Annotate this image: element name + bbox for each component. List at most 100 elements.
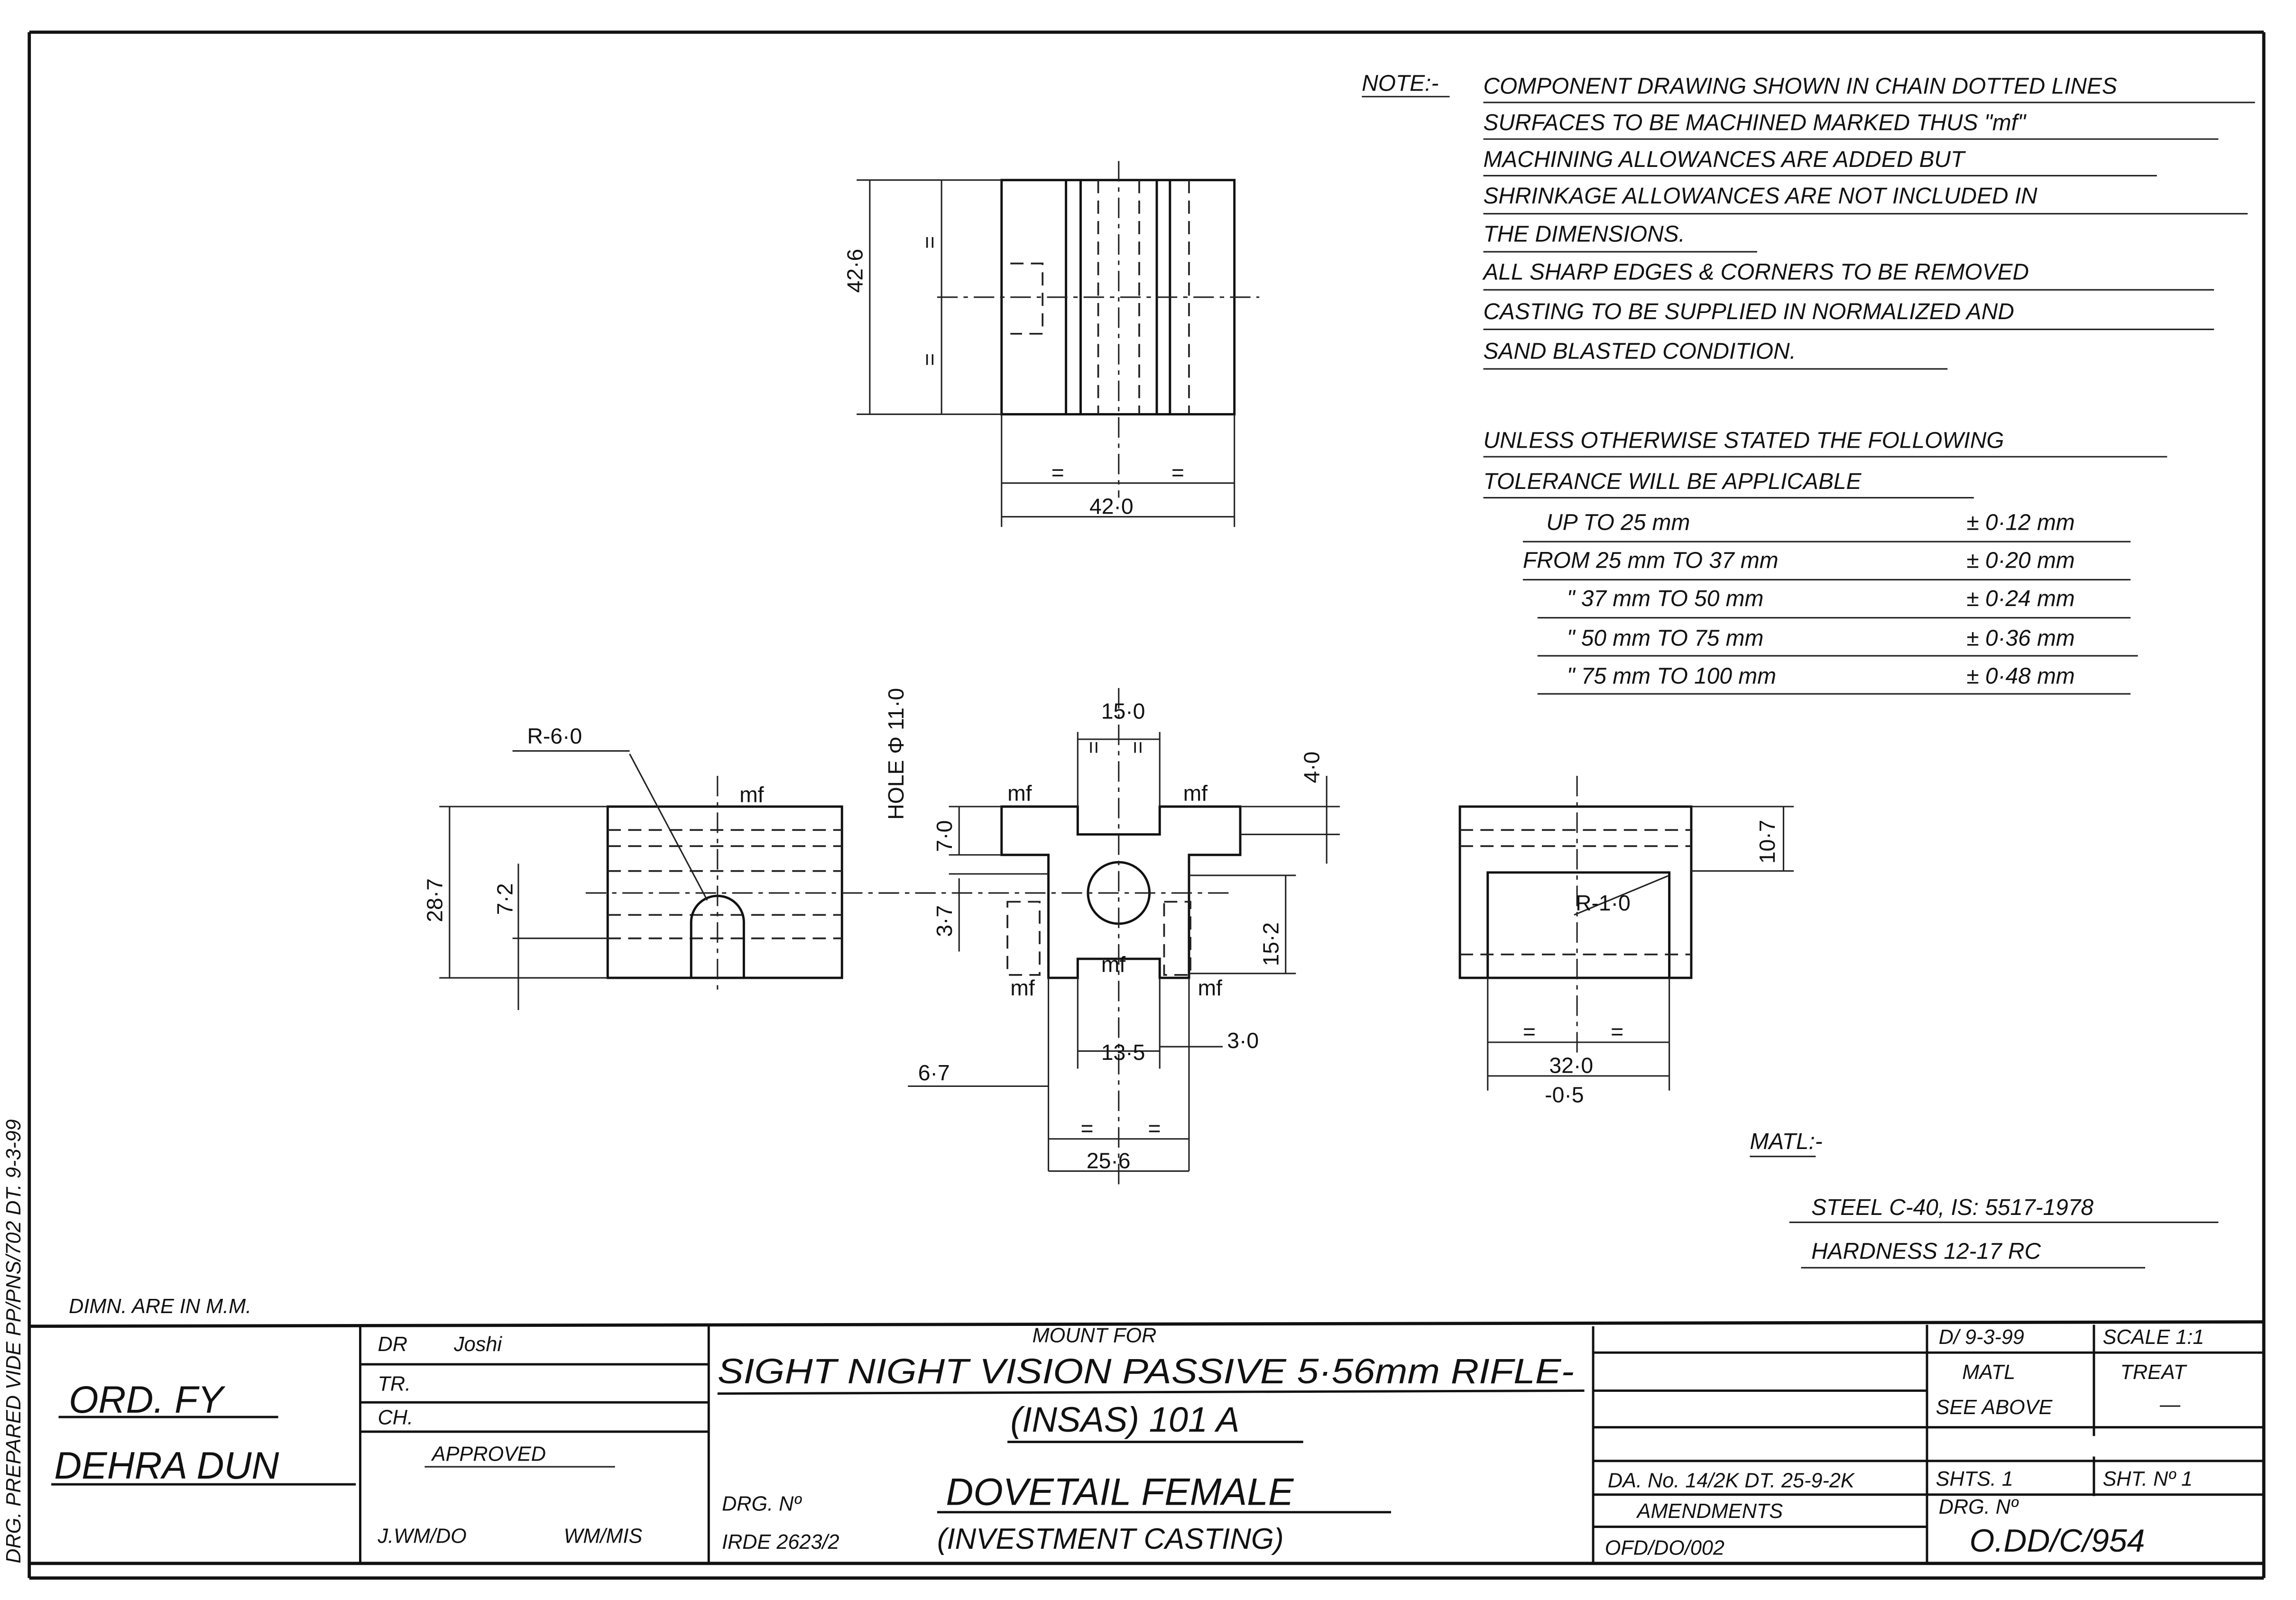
dim-label: = [1081,741,1106,754]
dim-label: 42·6 [842,249,867,293]
tolerance-table: UP TO 25 mm ± 0·12 mm FROM 25 mm TO 37 m… [1522,510,2138,695]
mf-mark: mf [1183,781,1208,806]
tolerance-range: " 50 mm TO 75 mm [1567,625,1763,651]
left-side-view: R-6·0 mf 28·7 7·2 [422,724,937,1010]
da-number: DA. No. 14/2K DT. 25-9-2K [1608,1469,1855,1492]
dim-label: -0·5 [1545,1082,1584,1107]
tolerance-value: ± 0·12 mm [1966,510,2075,535]
dim-label: 15·2 [1258,922,1283,966]
note-line: CASTING TO BE SUPPLIED IN NORMALIZED AND [1484,299,2014,324]
material-label: MATL:- [1750,1129,1822,1154]
dimension-42-6: 42·6 = = [842,179,1002,415]
note-line: SAND BLASTED CONDITION. [1484,339,1796,364]
dim-label: 3·0 [1227,1028,1259,1053]
dim-label: = [1171,460,1184,485]
note-line: ALL SHARP EDGES & CORNERS TO BE REMOVED [1482,260,2029,285]
treatment-header: TREAT [2121,1361,2187,1384]
dim-label: 7·2 [493,883,517,915]
top-view: 42·6 = = 42·0 = = [842,161,1260,527]
tolerance-value: ± 0·36 mm [1966,625,2075,651]
factory-name: ORD. FY [69,1379,226,1421]
drawing-title: SIGHT NIGHT VISION PASSIVE 5·56mm RIFLE- [718,1352,1574,1391]
tolerance-value: ± 0·24 mm [1966,586,2075,611]
tolerance-range: " 75 mm TO 100 mm [1567,664,1776,689]
dim-label: 10·7 [1755,820,1780,864]
sheets-count: SHTS. 1 [1936,1468,2013,1490]
sheet-border [28,30,2266,1580]
ref-drawing-number: IRDE 2623/2 [722,1531,839,1554]
amendments-label: AMENDMENTS [1636,1500,1783,1523]
dim-label: 28·7 [422,878,447,922]
dim-label: 15·0 [1101,699,1145,724]
title-block: ORD. FY DEHRA DUN DR Joshi TR. CH. APPRO… [29,1320,2264,1565]
mf-mark: mf [739,782,764,807]
dim-label: 42·0 [1089,494,1134,519]
note-line: THE DIMENSIONS. [1484,221,1685,247]
tolerance-value: ± 0·20 mm [1966,548,2075,573]
mf-mark: mf [1007,781,1032,806]
date: D/ 9-3-99 [1939,1326,2024,1349]
ref-drawing-label: DRG. Nº [722,1493,802,1516]
dim-label: = [1148,1116,1161,1140]
front-view: 15·0 = = HOLE Φ 11·0 4·0 7·0 3·7 15·2 13… [878,688,1340,1186]
tolerance-range: " 37 mm TO 50 mm [1567,586,1763,611]
tolerance-intro: TOLERANCE WILL BE APPLICABLE [1484,469,1862,494]
dim-label: 4·0 [1300,752,1324,783]
dim-label: 7·0 [932,820,957,852]
tolerance-range: FROM 25 mm TO 37 mm [1523,548,1779,573]
approver-1: J.WM/DO [378,1525,467,1548]
note-line: SHRINKAGE ALLOWANCES ARE NOT INCLUDED IN [1484,184,2038,209]
dim-label: = [1051,460,1064,485]
drawn-by-label: DR [378,1333,407,1356]
dim-label: 3·7 [932,905,957,937]
mount-for-label: MOUNT FOR [1033,1324,1157,1347]
drawn-by-signature: Joshi [453,1333,502,1356]
dim-label: = [1125,741,1150,754]
note-line: SURFACES TO BE MACHINED MARKED THUS "mf" [1484,110,2027,136]
mf-mark: mf [1101,952,1126,977]
tolerance-value: ± 0·48 mm [1966,664,2075,689]
dim-label: = [1611,1020,1623,1044]
dim-label: 32·0 [1549,1053,1593,1078]
units-note: DIMN. ARE IN M.M. [69,1295,251,1318]
approved-label: APPROVED [431,1443,546,1466]
dim-label: = [917,236,942,249]
right-side-view: R-1·0 10·7 = = 32·0 -0·5 [1458,776,1794,1107]
process: (INVESTMENT CASTING) [937,1523,1284,1555]
amendment-ref: OFD/DO/002 [1605,1536,1724,1559]
note-line: COMPONENT DRAWING SHOWN IN CHAIN DOTTED … [1484,74,2117,99]
dim-label: HOLE Φ 11·0 [884,688,908,820]
mf-mark: mf [1198,975,1222,1000]
part-name: DOVETAIL FEMALE [946,1471,1294,1513]
dim-label: 13·5 [1101,1040,1145,1065]
material-value: SEE ABOVE [1936,1396,2053,1419]
treatment-value: — [2159,1393,2181,1416]
checked-by-label: CH. [378,1407,413,1429]
traced-by-label: TR. [378,1373,411,1396]
scale: SCALE 1:1 [2102,1326,2204,1349]
dim-label: 25·6 [1087,1148,1131,1173]
dimension-42-0: 42·0 = = [1001,414,1236,527]
material-steel: STEEL C-40, IS: 5517-1978 [1811,1195,2093,1220]
sheet-number: SHT. Nº 1 [2102,1468,2193,1490]
mf-mark: mf [1010,975,1035,1000]
margin-reference: DRG. PREPARED VIDE PP/PNS/702 DT. 9-3-99 [2,1119,25,1563]
dim-label: = [1080,1116,1093,1140]
dim-label: R-6·0 [527,724,582,748]
drawing-subtitle: (INSAS) 101 A [1010,1400,1239,1439]
material-spec: MATL:- STEEL C-40, IS: 5517-1978 HARDNES… [1750,1129,2219,1269]
tolerance-intro: UNLESS OTHERWISE STATED THE FOLLOWING [1484,428,2004,453]
dim-label: = [917,353,942,366]
approver-2: WM/MIS [564,1525,643,1548]
drawing-number: O.DD/C/954 [1970,1523,2145,1559]
tolerance-range: UP TO 25 mm [1546,510,1690,535]
drawing-number-label: DRG. Nº [1939,1496,2019,1518]
general-notes: NOTE:- COMPONENT DRAWING SHOWN IN CHAIN … [1362,71,2255,695]
material-header: MATL [1962,1361,2015,1384]
dim-label: = [1523,1020,1536,1044]
note-line: MACHINING ALLOWANCES ARE ADDED BUT [1484,147,1966,172]
dim-label: 6·7 [918,1060,950,1085]
material-hardness: HARDNESS 12-17 RC [1811,1239,2041,1264]
note-label: NOTE:- [1362,71,1438,96]
